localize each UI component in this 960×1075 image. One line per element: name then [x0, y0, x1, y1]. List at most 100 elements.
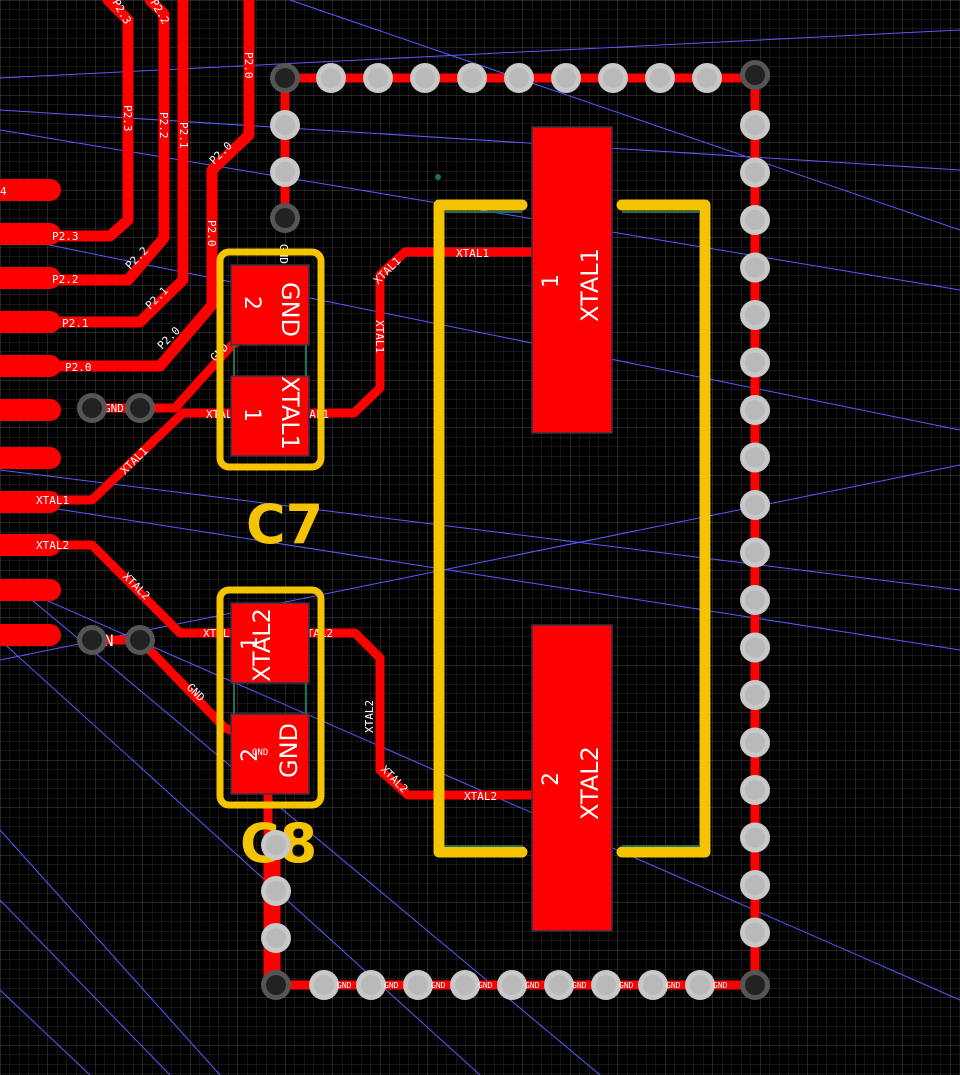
via-47-hole [130, 398, 150, 418]
via-39-net: GND [431, 981, 446, 990]
crystal-courtyard [445, 211, 700, 847]
via-11-hole [266, 975, 286, 995]
via-30-hole [745, 922, 765, 943]
via-43-net: GND [619, 981, 634, 990]
c7-pad-1-net: XTAL1 [276, 376, 304, 450]
crystal-silkscreen [433, 199, 711, 858]
via-39-hole [408, 975, 428, 995]
c7-pad-2-net: GND [276, 282, 304, 337]
c8-silkscreen [216, 586, 325, 809]
via-42-net: GND [572, 981, 587, 990]
via-43-hole [596, 975, 616, 995]
via-21-hole [745, 495, 765, 515]
label-xtal2-h: XTAL2 [36, 539, 69, 552]
trace-p21 [0, 0, 189, 328]
label-xtal1-h: XTAL1 [36, 494, 69, 507]
via-12-hole [745, 975, 765, 995]
c7-pad-2-num: 2 [239, 296, 264, 310]
via-24-hole [745, 637, 765, 658]
c8-pad-1 [230, 602, 310, 684]
via-23-hole [745, 590, 765, 610]
crystal-pad-2-net: XTAL2 [576, 746, 604, 820]
crystal-pad-2 [531, 624, 613, 932]
c8-pad-2-net: GND [275, 723, 303, 778]
via-33-hole [275, 208, 295, 228]
fiducial-dot [435, 174, 441, 180]
via-25-hole [745, 685, 765, 705]
crystal-pad-1 [531, 126, 613, 434]
trace-p23 [0, 0, 134, 242]
trace-xtal1-right [285, 247, 550, 418]
via-38-net: GND [384, 981, 399, 990]
c8-pad-1-num: 1 [238, 636, 263, 650]
label-p21-v: P2.1 [177, 122, 190, 149]
via-1-hole [368, 68, 388, 88]
label-p21-h: P2.1 [62, 317, 89, 330]
crystal-pad-2-num: 2 [539, 772, 564, 786]
label-p22-h: P2.2 [52, 273, 79, 286]
via-16-hole [745, 257, 765, 278]
label-xtal2-h2: XTAL2 [464, 790, 497, 803]
via-group: GND GND GND GND GND GND GND GND GND [77, 60, 770, 1000]
label-p23-h: P2.3 [52, 230, 79, 243]
via-45-hole [690, 975, 710, 995]
via-36-hole [266, 928, 286, 948]
via-41-hole [502, 975, 522, 995]
via-26-hole [745, 732, 765, 753]
via-6-hole [603, 68, 623, 88]
via-40-hole [455, 975, 475, 995]
label-p23-v: P2.3 [121, 105, 134, 132]
via-40-net: GND [478, 981, 493, 990]
via-2-hole [415, 68, 435, 88]
trace-p22 [0, 0, 170, 286]
via-34-hole [266, 835, 286, 855]
c7-pad-1 [230, 375, 310, 457]
via-28-hole [745, 827, 765, 848]
crystal-pad-1-num: 1 [539, 274, 564, 288]
component-c8[interactable]: XTAL2 1 GND 2 GND C8 [216, 586, 325, 875]
via-45-net: GND [713, 981, 728, 990]
c8-pad-2-net-small: GND [252, 748, 268, 758]
via-10-hole [745, 65, 765, 85]
via-14-hole [745, 162, 765, 183]
via-35-hole [266, 881, 286, 901]
c7-pad-1-num: 1 [239, 408, 264, 422]
via-3-hole [462, 68, 482, 88]
c7-designator: C7 [246, 493, 323, 556]
label-edge-4: 4 [0, 185, 7, 198]
via-13-hole [745, 115, 765, 135]
via-15-hole [745, 210, 765, 230]
label-xtal1-v: XTAL1 [373, 320, 386, 353]
via-44-hole [643, 975, 663, 995]
crystal-pads: XTAL1 1 XTAL2 2 [531, 126, 613, 932]
label-xtal1-h2: XTAL1 [456, 247, 489, 260]
via-46-hole [82, 398, 102, 418]
crystal-pad-1-net: XTAL1 [576, 248, 604, 322]
via-9-hole [275, 68, 295, 88]
c7-pad-2 [230, 264, 310, 346]
c8-pad-2 [230, 713, 310, 795]
via-5-hole [556, 68, 576, 88]
label-p20-v2: P2.0 [205, 220, 218, 247]
via-18-hole [745, 352, 765, 373]
via-8-hole [697, 68, 717, 88]
via-48-hole [82, 630, 102, 650]
label-xtal2-v: XTAL2 [363, 700, 376, 733]
via-22-hole [745, 542, 765, 563]
label-p20-v: P2.0 [242, 52, 255, 79]
via-29-hole [745, 875, 765, 895]
via-37-net: GND [337, 981, 352, 990]
label-gnd-via-left: GND [104, 402, 124, 415]
via-37-hole [314, 975, 334, 995]
via-17-hole [745, 305, 765, 325]
component-c7[interactable]: GND 2 XTAL1 1 C7 [216, 248, 325, 556]
via-49-hole [130, 630, 150, 650]
via-41-net: GND [525, 981, 540, 990]
via-4-hole [509, 68, 529, 88]
via-44-net: GND [666, 981, 681, 990]
via-32-hole [275, 162, 295, 182]
via-27-hole [745, 780, 765, 800]
c8-pad-1-net: XTAL2 [248, 608, 276, 682]
trace-p20 [0, 0, 255, 372]
